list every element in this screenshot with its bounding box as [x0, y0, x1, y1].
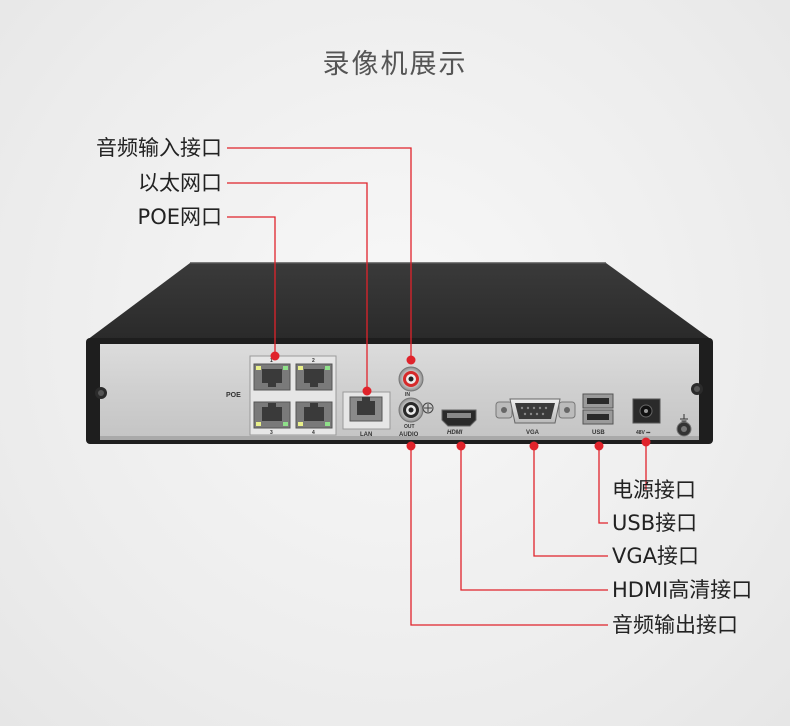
- hdmi-port: [441, 409, 477, 427]
- dot-audio-out: [406, 441, 416, 451]
- poe-port-2: [295, 363, 333, 391]
- power-panel-label: 48V ⎓: [636, 430, 650, 436]
- dot-vga: [529, 441, 539, 451]
- poe-port-number-3: 3: [270, 430, 273, 436]
- audio-out-jack: [398, 397, 424, 423]
- power-jack: [632, 398, 661, 424]
- audio-in-jack: [398, 366, 424, 392]
- dot-audio-in: [406, 355, 416, 365]
- ground-screw: [676, 421, 692, 437]
- dot-poe: [270, 351, 280, 361]
- leader-audio-in: [227, 147, 412, 358]
- leader-usb: [598, 447, 608, 524]
- screw-left: [95, 387, 107, 399]
- poe-port-number-1: 1: [270, 358, 273, 364]
- ground-symbol-icon: [680, 414, 688, 422]
- poe-port-block: 1 2 3 4: [249, 355, 337, 436]
- lan-panel-label: LAN: [360, 432, 372, 438]
- device-top: [87, 263, 712, 340]
- dot-lan: [362, 386, 372, 396]
- callout-vga: VGA接口: [612, 544, 700, 568]
- leader-vga: [533, 447, 608, 557]
- usb-port-1: [582, 393, 614, 409]
- callout-hdmi: HDMI高清接口: [612, 578, 753, 602]
- leader-audio-out: [410, 447, 608, 626]
- vga-port: [495, 398, 576, 424]
- ground-icon: [422, 402, 434, 414]
- callout-usb: USB接口: [612, 511, 698, 535]
- dot-hdmi: [456, 441, 466, 451]
- poe-panel-label: POE: [226, 392, 241, 399]
- usb-port-2: [582, 409, 614, 425]
- callout-poe: POE网口: [137, 205, 222, 229]
- poe-port-number-2: 2: [312, 358, 315, 364]
- dot-usb: [594, 441, 604, 451]
- dot-power: [641, 437, 651, 447]
- hdmi-panel-label: HDMI: [447, 430, 463, 436]
- callout-audio-in: 音频输入接口: [96, 136, 222, 160]
- leader-poe: [227, 216, 276, 355]
- audio-out-panel-label: OUT: [404, 424, 415, 430]
- audio-in-panel-label: IN: [405, 392, 410, 398]
- poe-port-4: [295, 401, 333, 429]
- vga-panel-label: VGA: [526, 430, 540, 436]
- callout-audio-out: 音频输出接口: [612, 613, 738, 637]
- leader-lan: [227, 182, 368, 390]
- screw-right: [691, 383, 703, 395]
- poe-port-1: [253, 363, 291, 391]
- leader-lines: [227, 147, 647, 626]
- poe-port-number-4: 4: [312, 430, 315, 436]
- page-title: 录像机展示: [322, 49, 468, 80]
- poe-port-3: [253, 401, 291, 429]
- callout-power: 电源接口: [612, 478, 696, 502]
- usb-panel-label: USB: [592, 430, 605, 436]
- leader-dots: [270, 351, 651, 451]
- leader-hdmi: [460, 447, 608, 591]
- rear-panel: [100, 344, 699, 440]
- callout-lan: 以太网口: [138, 171, 222, 195]
- audio-panel-label: AUDIO: [399, 432, 419, 438]
- lan-port: [342, 391, 391, 430]
